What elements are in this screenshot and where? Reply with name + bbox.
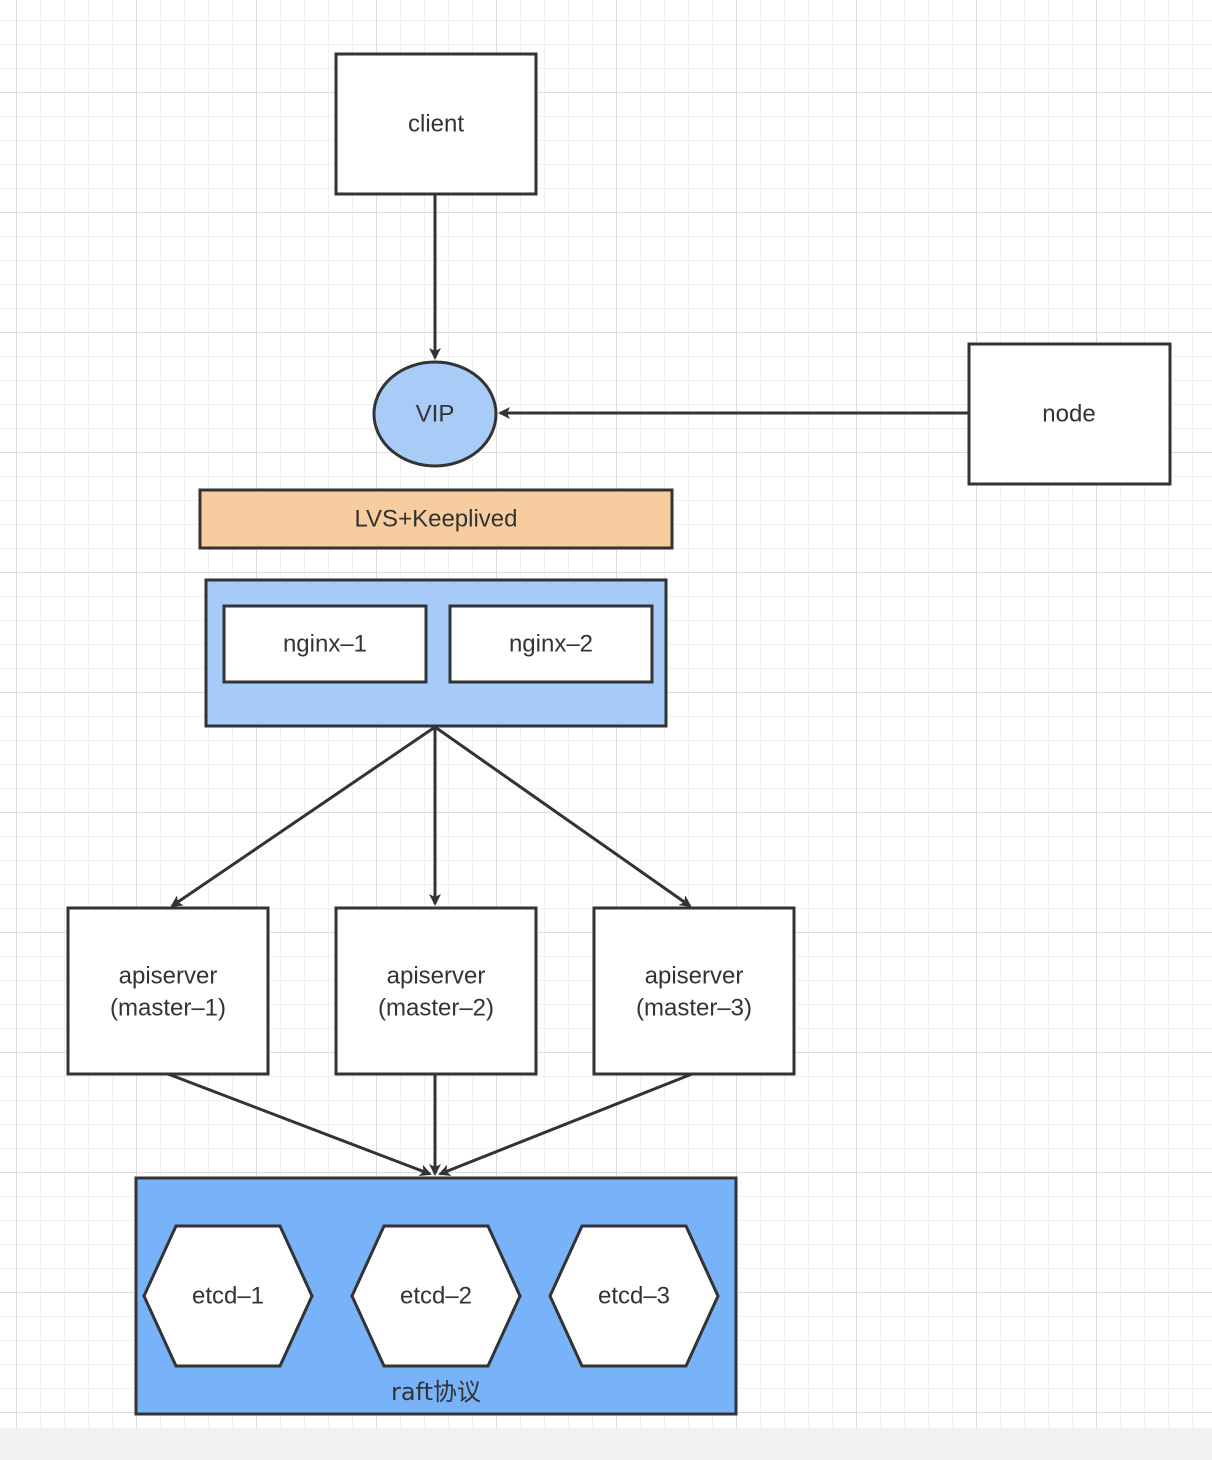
client-node[interactable]: client xyxy=(334,52,538,196)
etcd-2-node[interactable]: etcd–2 xyxy=(350,1224,522,1368)
edge-nginx-to-apiserver-1 xyxy=(170,725,436,908)
apiserver-1-title: apiserver xyxy=(119,962,218,989)
apiserver-2-box xyxy=(334,906,538,1076)
etcd-3-hexagon xyxy=(548,1224,720,1368)
apiserver-3-node[interactable]: apiserver (master–3) xyxy=(592,906,796,1076)
etcd-2-label: etcd–2 xyxy=(400,1282,472,1309)
node-box xyxy=(967,342,1172,486)
vip-label: VIP xyxy=(416,400,455,427)
lvs-keepalived-bar[interactable]: LVS+Keeplived xyxy=(198,488,674,550)
apiserver-2-node[interactable]: apiserver (master–2) xyxy=(334,906,538,1076)
client-label: client xyxy=(408,110,464,137)
nginx-group[interactable]: nginx–1 nginx–2 xyxy=(204,578,668,728)
edges xyxy=(167,195,968,1177)
apiserver-3-box xyxy=(592,906,796,1076)
etcd-1-hexagon xyxy=(142,1224,314,1368)
etcd-2-hexagon xyxy=(350,1224,522,1368)
apiserver-1-subtitle: (master–1) xyxy=(110,994,226,1021)
apiserver-2-subtitle: (master–2) xyxy=(378,994,494,1021)
nginx-2-node[interactable]: nginx–2 xyxy=(448,604,654,684)
etcd-1-node[interactable]: etcd–1 xyxy=(142,1224,314,1368)
etcd-1-label: etcd–1 xyxy=(192,1282,264,1309)
apiserver-1-node[interactable]: apiserver (master–1) xyxy=(66,906,270,1076)
nginx-2-box xyxy=(448,604,654,684)
etcd-cluster[interactable]: etcd–1 etcd–2 etcd–3 raft协议 xyxy=(134,1176,738,1416)
architecture-diagram: client VIP node LVS+Keeplived nginx–1 ng… xyxy=(66,52,1172,1416)
vip-ellipse xyxy=(372,360,498,468)
apiserver-3-subtitle: (master–3) xyxy=(636,994,752,1021)
worker-node[interactable]: node xyxy=(967,342,1172,486)
lvs-box xyxy=(198,488,674,550)
vip-node[interactable]: VIP xyxy=(372,360,498,468)
nginx-1-box xyxy=(222,604,428,684)
apiserver-1-box xyxy=(66,906,270,1076)
lvs-label: LVS+Keeplived xyxy=(354,505,517,532)
edge-apiserver-1-to-etcd xyxy=(167,1072,432,1177)
edge-nginx-to-apiserver-3 xyxy=(434,725,692,908)
nginx-1-node[interactable]: nginx–1 xyxy=(222,604,428,684)
nginx-2-label: nginx–2 xyxy=(509,630,593,657)
etcd-3-node[interactable]: etcd–3 xyxy=(548,1224,720,1368)
apiserver-2-title: apiserver xyxy=(387,962,486,989)
nginx-1-label: nginx–1 xyxy=(283,630,367,657)
edge-apiserver-3-to-etcd xyxy=(438,1072,693,1176)
apiserver-3-title: apiserver xyxy=(645,962,744,989)
etcd-3-label: etcd–3 xyxy=(598,1282,670,1309)
node-label: node xyxy=(1042,400,1095,427)
client-box xyxy=(334,52,538,196)
bottom-bar xyxy=(0,1428,1212,1460)
raft-protocol-label: raft协议 xyxy=(391,1378,481,1406)
